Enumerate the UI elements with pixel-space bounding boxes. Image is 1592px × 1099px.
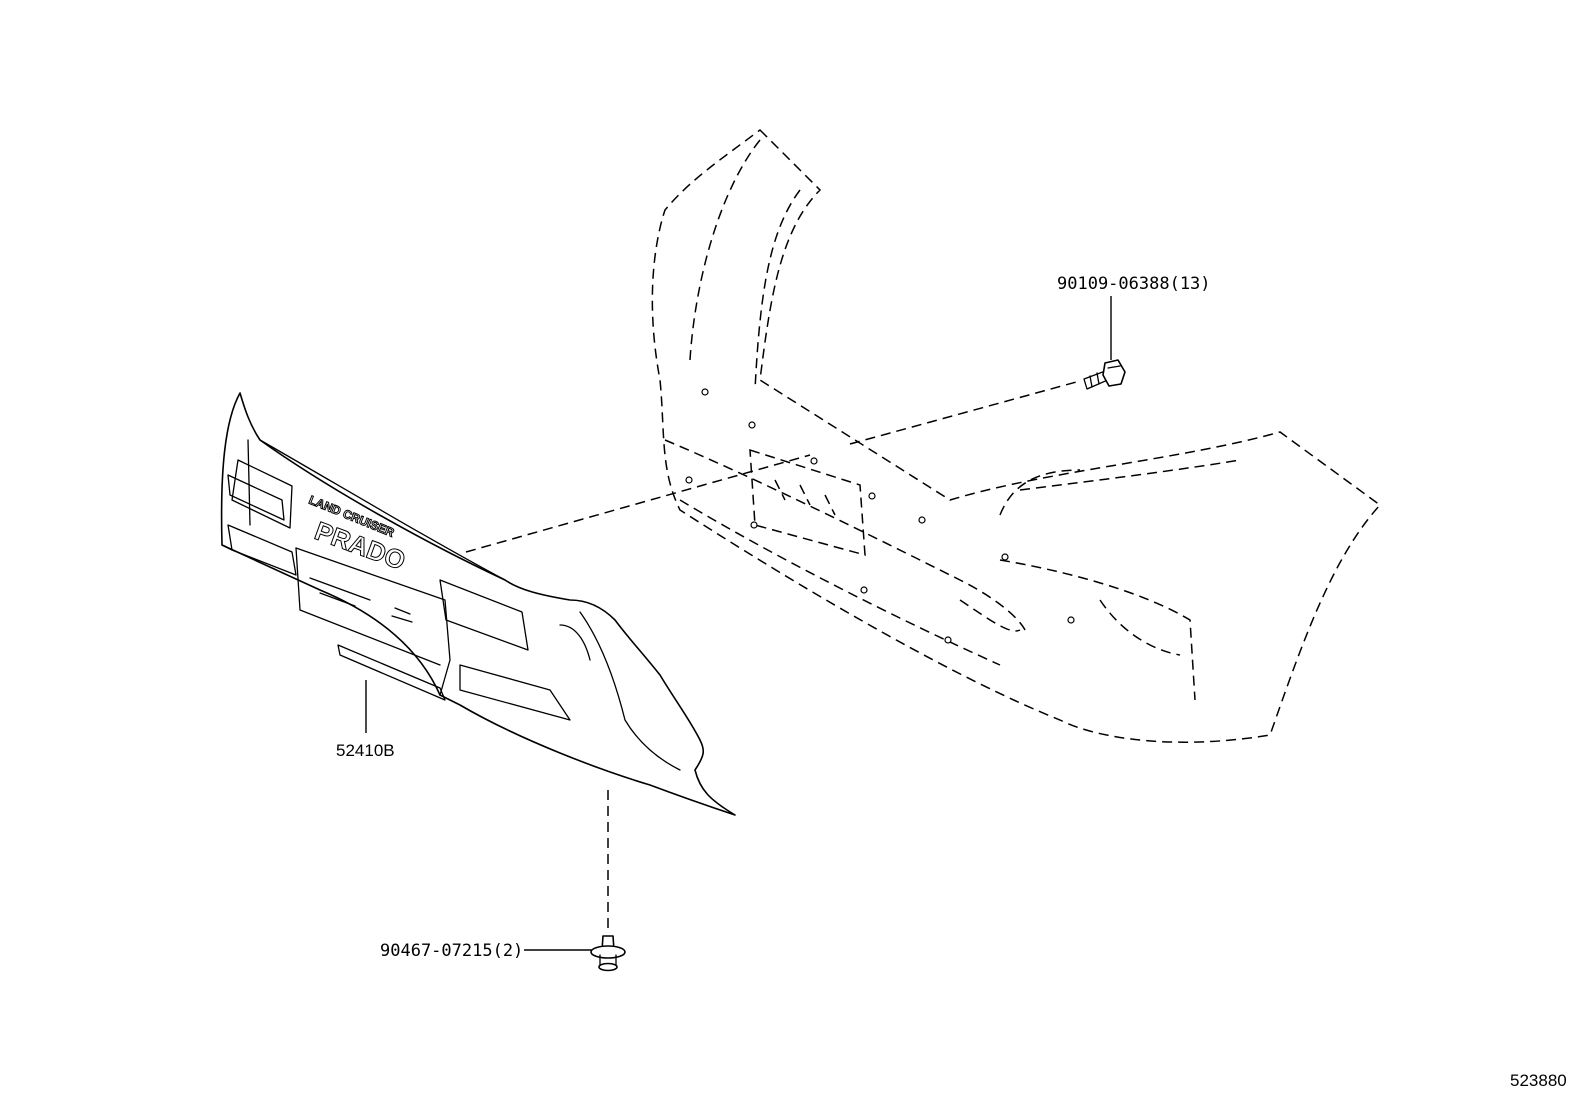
part-label-90467-07215[interactable]: 90467-07215(2)	[380, 941, 523, 961]
assembly-line-bolt	[849, 380, 1081, 445]
assembly-line-extension	[465, 454, 811, 553]
part-label-90109-06388[interactable]: 90109-06388(13)	[1057, 274, 1211, 294]
phantom-bumper-cover	[651, 129, 1382, 743]
drawing-number: 523880	[1510, 1071, 1567, 1090]
bumper-extension-52410B: LAND CRUISER PRADO	[220, 392, 736, 816]
part-label-52410B[interactable]: 52410B	[336, 741, 395, 760]
clip-90467-07215	[524, 935, 626, 972]
bolt-90109-06388	[1083, 296, 1126, 390]
